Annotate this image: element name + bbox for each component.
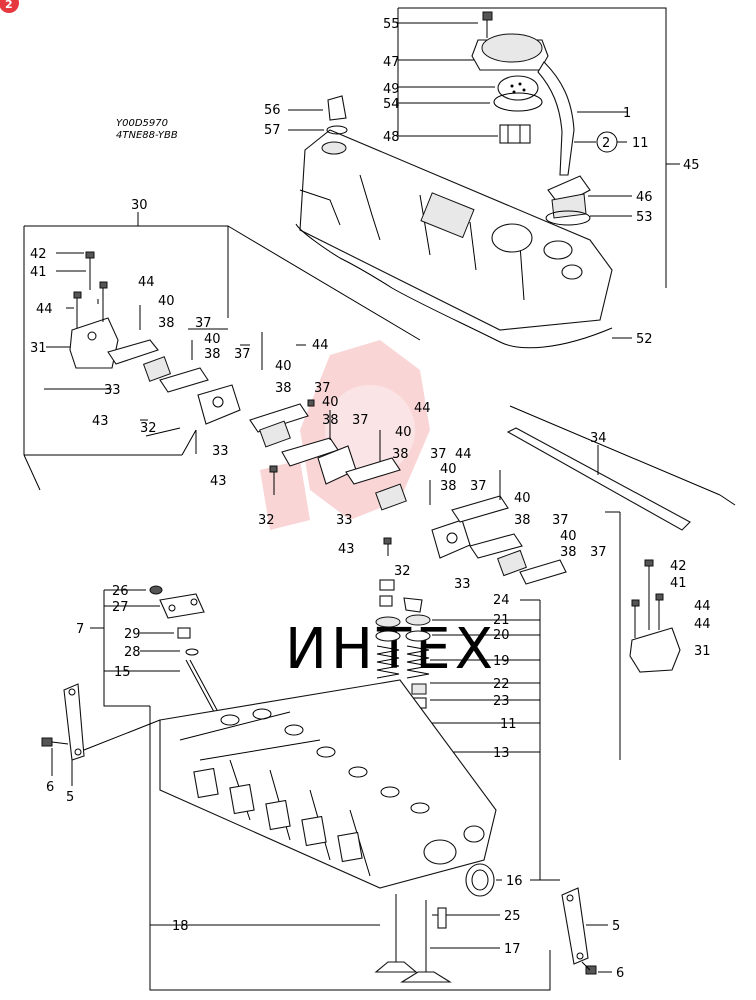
- callout-13: 13: [493, 746, 510, 761]
- callout-19: 19: [493, 654, 510, 669]
- model-code-2: 4TNE88-YBB: [116, 130, 178, 141]
- callout-2-circled: 2: [602, 136, 610, 151]
- callout-20: 20: [493, 628, 510, 643]
- callout-33-c: 33: [336, 513, 353, 528]
- callout-42-right: 42: [670, 559, 687, 574]
- callout-57: 57: [264, 123, 281, 138]
- callout-42-left: 42: [30, 247, 47, 262]
- callout-44-d: 44: [414, 401, 431, 416]
- callout-43-b: 43: [210, 474, 227, 489]
- callout-52: 52: [636, 332, 653, 347]
- callout-33-b: 33: [212, 444, 229, 459]
- callout-32-c: 32: [394, 564, 411, 579]
- callout-38-b: 38: [204, 347, 221, 362]
- callout-24: 24: [493, 593, 510, 608]
- valve-cover-assembly: [288, 7, 680, 349]
- callout-46: 46: [636, 190, 653, 205]
- callout-44-f: 44: [694, 599, 711, 614]
- callout-18: 18: [172, 919, 189, 934]
- callout-49: 49: [383, 82, 400, 97]
- callout-5-right: 5: [612, 919, 620, 934]
- callout-38-e: 38: [392, 447, 409, 462]
- callout-37-a: 37: [195, 316, 212, 331]
- page-badge-number: 2: [5, 0, 13, 11]
- callout-38-h: 38: [560, 545, 577, 560]
- callout-43-a: 43: [92, 414, 109, 429]
- callout-11-valve: 11: [500, 717, 517, 732]
- callout-44-b: 44: [36, 302, 53, 317]
- callout-26: 26: [112, 584, 129, 599]
- callout-33-d: 33: [454, 577, 471, 592]
- valve-train-assembly: [41, 579, 612, 991]
- callout-32-b: 32: [258, 513, 275, 528]
- callout-38-f: 38: [440, 479, 457, 494]
- callout-15: 15: [114, 665, 131, 680]
- callout-32-a: 32: [140, 421, 157, 436]
- callout-16: 16: [506, 874, 523, 889]
- callout-6-right: 6: [616, 966, 624, 981]
- callout-53: 53: [636, 210, 653, 225]
- callout-38-c: 38: [275, 381, 292, 396]
- callout-40-g: 40: [514, 491, 531, 506]
- callout-33-a: 33: [104, 383, 121, 398]
- callout-38-a: 38: [158, 316, 175, 331]
- callout-54: 54: [383, 97, 400, 112]
- callout-40-b: 40: [204, 332, 221, 347]
- callout-30: 30: [131, 198, 148, 213]
- callout-1: 1: [623, 106, 631, 121]
- callout-45: 45: [683, 158, 700, 173]
- head-ports: [193, 767, 485, 865]
- callout-56: 56: [264, 103, 281, 118]
- callout-37-c: 37: [314, 381, 331, 396]
- callout-11-top: 11: [632, 136, 649, 151]
- callout-37-b: 37: [234, 347, 251, 362]
- watermark-text: ИНТЕХ: [285, 617, 497, 682]
- callout-27: 27: [112, 600, 129, 615]
- callout-25: 25: [504, 909, 521, 924]
- callout-41-right: 41: [670, 576, 687, 591]
- callout-28: 28: [124, 645, 141, 660]
- callout-29: 29: [124, 627, 141, 642]
- head-top-holes: [220, 708, 430, 814]
- callout-37-d: 37: [352, 413, 369, 428]
- callout-5-left: 5: [66, 790, 74, 805]
- callout-44-a: 44: [138, 275, 155, 290]
- callout-44-g: 44: [694, 617, 711, 632]
- callout-37-e: 37: [430, 447, 447, 462]
- callout-37-f: 37: [470, 479, 487, 494]
- callout-22: 22: [493, 677, 510, 692]
- callout-37-g: 37: [552, 513, 569, 528]
- callout-23: 23: [493, 694, 510, 709]
- callout-40-d: 40: [322, 395, 339, 410]
- callout-47: 47: [383, 55, 400, 70]
- callout-40-h: 40: [560, 529, 577, 544]
- rocker-arm-assembly: [23, 212, 736, 760]
- callout-31-right: 31: [694, 644, 711, 659]
- callout-37-h: 37: [590, 545, 607, 560]
- callout-43-c: 43: [338, 542, 355, 557]
- callout-48: 48: [383, 130, 400, 145]
- callout-17: 17: [504, 942, 521, 957]
- callout-38-g: 38: [514, 513, 531, 528]
- callout-44-c: 44: [312, 338, 329, 353]
- callout-38-d: 38: [322, 413, 339, 428]
- callout-21: 21: [493, 613, 510, 628]
- callout-41-left: 41: [30, 265, 47, 280]
- callout-31-left: 31: [30, 341, 47, 356]
- callout-55: 55: [383, 17, 400, 32]
- page-badge: 2: [0, 0, 19, 13]
- callout-40-c: 40: [275, 359, 292, 374]
- valve-springs: [376, 645, 430, 679]
- callout-44-e: 44: [455, 447, 472, 462]
- callout-40-a: 40: [158, 294, 175, 309]
- callout-34: 34: [590, 431, 607, 446]
- callout-40-f: 40: [440, 462, 457, 477]
- callout-7: 7: [76, 622, 84, 637]
- model-code-1: Y00D5970: [116, 118, 168, 129]
- callout-40-e: 40: [395, 425, 412, 440]
- callout-6-left: 6: [46, 780, 54, 795]
